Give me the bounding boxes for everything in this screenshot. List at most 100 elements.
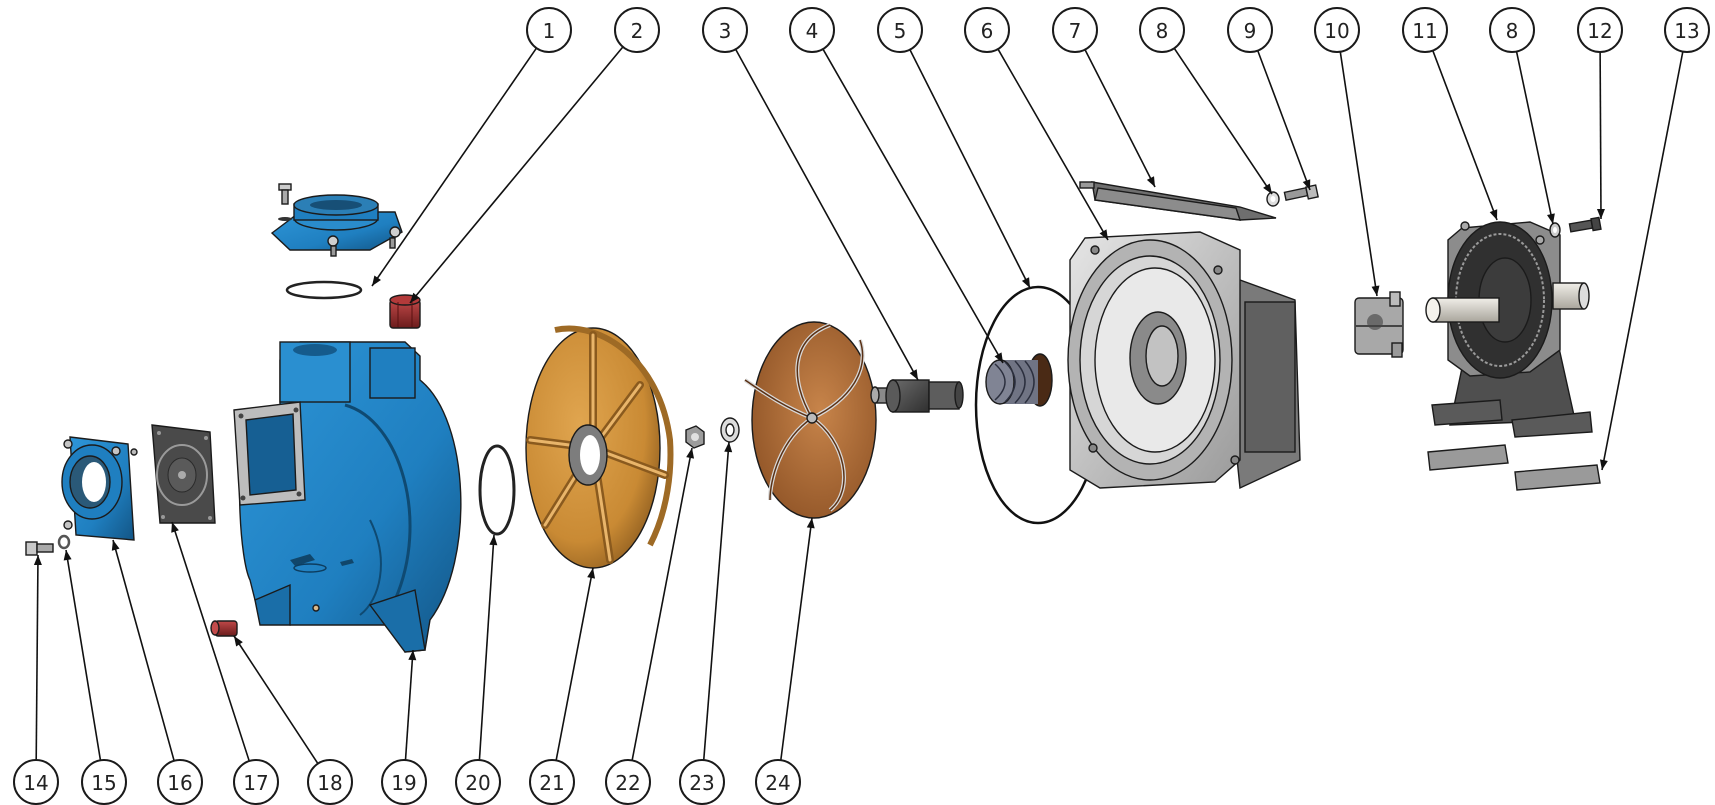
callout-balloon-c11[interactable]: 11	[1402, 7, 1448, 53]
callout-label: 14	[23, 771, 48, 795]
callout-label: 20	[465, 771, 490, 795]
leader-line	[555, 567, 594, 761]
callout-balloon-c12[interactable]: 12	[1577, 7, 1623, 53]
leader-line	[1084, 49, 1156, 188]
leader-line	[478, 534, 495, 761]
leader-line	[371, 47, 538, 287]
drain-plug-bottom[interactable]	[210, 620, 238, 637]
washer-pedestal[interactable]	[1549, 222, 1561, 238]
leader-line	[997, 48, 1109, 241]
callout-balloon-c5[interactable]: 5	[877, 7, 923, 53]
callout-label: 24	[765, 771, 790, 795]
callout-label: 23	[689, 771, 714, 795]
impeller-washer[interactable]	[720, 417, 740, 443]
leader-arrowhead	[111, 540, 120, 551]
backplate-adapter[interactable]	[1067, 231, 1301, 490]
callout-balloon-c21[interactable]: 21	[529, 759, 575, 805]
callout-label: 21	[539, 771, 564, 795]
leader-arrowhead	[171, 522, 179, 533]
callout-label: 3	[719, 19, 732, 43]
shims[interactable]	[1427, 444, 1601, 491]
shaft-coupling[interactable]	[1354, 291, 1404, 358]
pedestal-bolt[interactable]	[1568, 216, 1602, 233]
callout-label: 12	[1587, 19, 1612, 43]
callout-label: 9	[1244, 19, 1257, 43]
mechanical-seal[interactable]	[985, 353, 1053, 407]
drain-plug-top[interactable]	[389, 294, 421, 329]
callout-label: 1	[543, 19, 556, 43]
callout-balloon-c18[interactable]: 18	[307, 759, 353, 805]
leader-arrowhead	[1489, 209, 1498, 220]
callout-balloon-c17[interactable]: 17	[233, 759, 279, 805]
callout-balloon-c16[interactable]: 16	[157, 759, 203, 805]
callout-balloon-c1[interactable]: 1	[526, 7, 572, 53]
guard-screw[interactable]	[1283, 184, 1319, 202]
callout-balloon-c7[interactable]: 7	[1052, 7, 1098, 53]
leader-arrowhead	[33, 555, 42, 566]
callout-label: 17	[243, 771, 268, 795]
leader-line	[171, 521, 250, 762]
leader-line	[702, 441, 730, 761]
callout-label: 22	[615, 771, 640, 795]
leader-line	[734, 48, 919, 381]
leader-line	[65, 549, 102, 761]
bearing-pedestal[interactable]	[1425, 221, 1593, 438]
wear-plate-o-ring[interactable]	[478, 444, 516, 536]
callout-balloon-c15[interactable]: 15	[81, 759, 127, 805]
suction-flange[interactable]	[61, 436, 138, 541]
leader-line	[233, 635, 319, 765]
callout-label: 6	[981, 19, 994, 43]
callout-balloon-c10[interactable]: 10	[1314, 7, 1360, 53]
check-valve-gasket[interactable]	[151, 424, 216, 524]
leader-line	[404, 649, 414, 761]
leader-line	[1515, 51, 1554, 225]
leader-arrowhead	[1146, 176, 1155, 187]
flange-bolt[interactable]	[25, 541, 54, 556]
callout-balloon-c19[interactable]: 19	[381, 759, 427, 805]
leader-arrowhead	[1371, 285, 1380, 296]
pump-casing[interactable]	[233, 341, 462, 653]
callout-balloon-c24[interactable]: 24	[755, 759, 801, 805]
leader-arrowhead	[587, 568, 596, 579]
callout-balloon-c6[interactable]: 6	[964, 7, 1010, 53]
leader-lines	[33, 46, 1684, 765]
fill-cover[interactable]	[270, 183, 403, 257]
impeller-nut[interactable]	[685, 425, 705, 449]
callout-label: 18	[317, 771, 342, 795]
leader-line	[1599, 51, 1602, 220]
callout-balloon-c8b[interactable]: 8	[1489, 7, 1535, 53]
leader-arrowhead	[1599, 459, 1608, 470]
callout-balloon-c13[interactable]: 13	[1664, 7, 1710, 53]
leader-line	[631, 447, 693, 761]
callout-balloon-c4[interactable]: 4	[789, 7, 835, 53]
fill-cover-o-ring[interactable]	[285, 280, 363, 300]
leader-arrowhead	[994, 352, 1003, 363]
leader-arrowhead	[1596, 208, 1605, 219]
leader-arrowhead	[1547, 213, 1555, 224]
leader-arrowhead	[489, 535, 498, 546]
callout-label: 5	[894, 19, 907, 43]
callout-balloon-c20[interactable]: 20	[455, 759, 501, 805]
guard[interactable]	[1079, 181, 1277, 221]
callout-balloon-c8a[interactable]: 8	[1139, 7, 1185, 53]
leader-arrowhead	[909, 369, 918, 380]
callout-balloon-c22[interactable]: 22	[605, 759, 651, 805]
flange-washer[interactable]	[57, 534, 71, 550]
callout-balloon-c2[interactable]: 2	[614, 7, 660, 53]
leader-arrowhead	[1263, 183, 1272, 194]
leader-line	[112, 539, 175, 762]
mechanical-seal-shaft-sleeve[interactable]	[870, 379, 964, 413]
callout-balloon-c9[interactable]: 9	[1227, 7, 1273, 53]
callout-balloon-c23[interactable]: 23	[679, 759, 725, 805]
callout-balloon-c14[interactable]: 14	[13, 759, 59, 805]
leader-line	[1256, 50, 1311, 191]
leader-arrowhead	[686, 448, 695, 459]
impeller[interactable]	[743, 321, 877, 519]
washer-guard[interactable]	[1266, 191, 1280, 207]
callout-label: 7	[1069, 19, 1082, 43]
leader-arrowhead	[408, 650, 417, 661]
leader-line	[1173, 47, 1273, 195]
callout-balloon-c3[interactable]: 3	[702, 7, 748, 53]
wear-plate[interactable]	[525, 325, 674, 569]
